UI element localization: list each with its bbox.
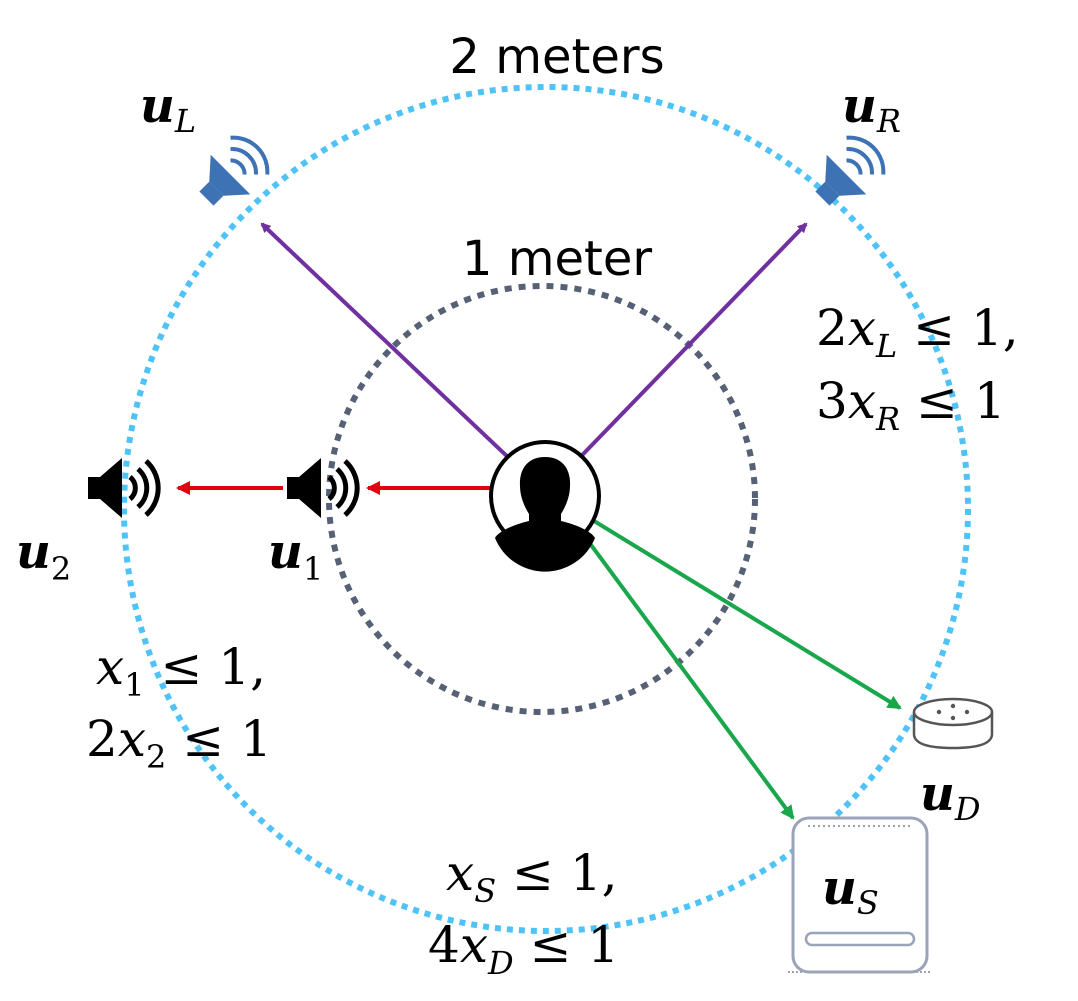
label-u-s: uS — [822, 860, 879, 922]
constraint-lr-line-1: 2xL ≤ 1, — [816, 299, 1019, 365]
constraint-sd-line-1: xS ≤ 1, — [446, 844, 618, 910]
user-icon — [489, 440, 601, 572]
arrow-to-left-speaker — [260, 222, 532, 480]
s-speaker-icon — [788, 816, 932, 974]
dot-speaker-icon — [912, 697, 994, 750]
speaker-1-icon — [287, 458, 360, 518]
inner-circle — [326, 283, 758, 715]
constraint-12-line-1: x1 ≤ 1, — [96, 638, 266, 704]
arrow-to-dot-speaker — [561, 500, 902, 710]
arrow-to-right-speaker — [558, 222, 808, 480]
outer-circle — [121, 84, 971, 934]
constraint-lr-line-2: 3xR ≤ 1 — [816, 372, 1006, 438]
right-blue-speaker-icon — [815, 135, 886, 206]
constraint-12-line-2: 2x2 ≤ 1 — [86, 710, 272, 776]
label-u-2: u2 — [16, 524, 71, 588]
left-blue-speaker-icon — [199, 135, 270, 206]
speaker-2-icon — [88, 458, 161, 518]
label-u-1: u1 — [268, 524, 323, 588]
label-u-d: uD — [920, 766, 981, 828]
label-u-left: uL — [140, 78, 196, 140]
constraint-sd-line-2: 4xD ≤ 1 — [428, 916, 619, 982]
arrow-to-s-speaker — [561, 505, 795, 820]
inner-radius-label: 1 meter — [462, 231, 652, 287]
label-u-right: uR — [842, 78, 901, 140]
outer-radius-label: 2 meters — [449, 29, 664, 85]
